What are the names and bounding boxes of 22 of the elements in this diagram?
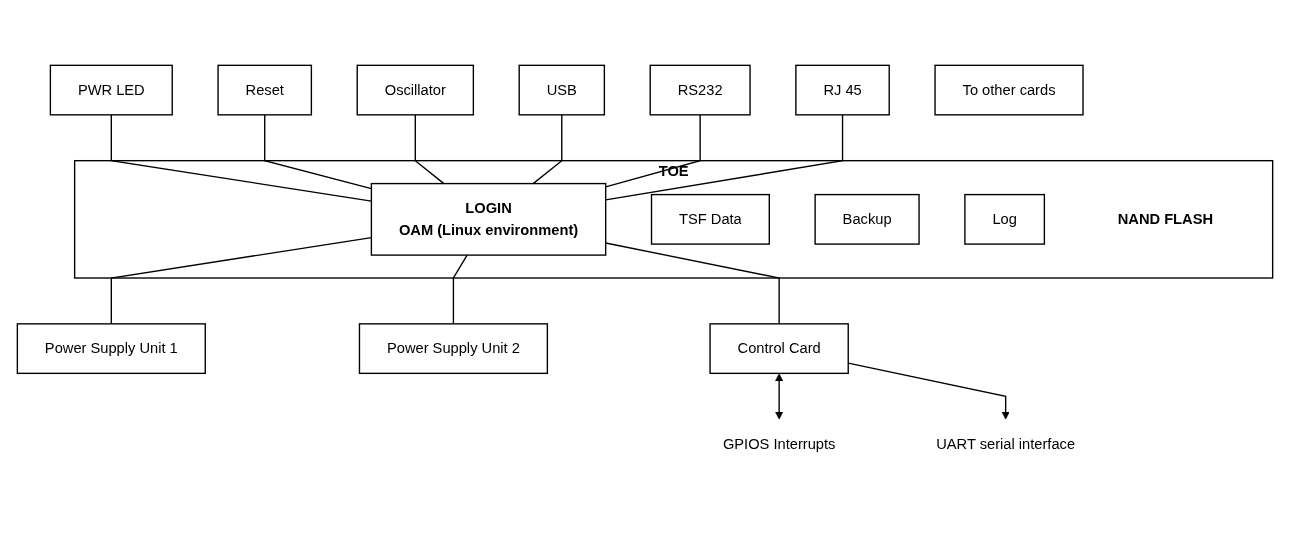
node-box: Power Supply Unit 1 — [16, 323, 206, 375]
node-box: TSF Data — [650, 194, 770, 246]
connector — [414, 114, 445, 185]
connector — [452, 254, 468, 326]
connector — [605, 114, 844, 202]
node-box: RS232 — [649, 65, 751, 116]
node-box: USB — [518, 65, 606, 116]
connector — [605, 242, 780, 326]
node-box: To other cards — [934, 65, 1084, 116]
node-box: Backup — [814, 194, 920, 246]
connector — [532, 114, 563, 185]
node-box: PWR LED — [49, 65, 173, 116]
connector — [605, 114, 701, 189]
node-box: Reset — [217, 65, 313, 116]
node-box: Power Supply Unit 2 — [358, 323, 549, 375]
node-box: Oscillator — [356, 65, 475, 116]
node-text: UART serial interface — [936, 436, 1076, 452]
node-box: RJ 45 — [795, 65, 890, 116]
node-box: Control Card — [709, 323, 849, 375]
node-text: GPIOS Interrupts — [722, 436, 836, 452]
node-box: LOGIN OAM (Linux environment) — [370, 183, 607, 257]
node-box: Log — [964, 194, 1046, 246]
